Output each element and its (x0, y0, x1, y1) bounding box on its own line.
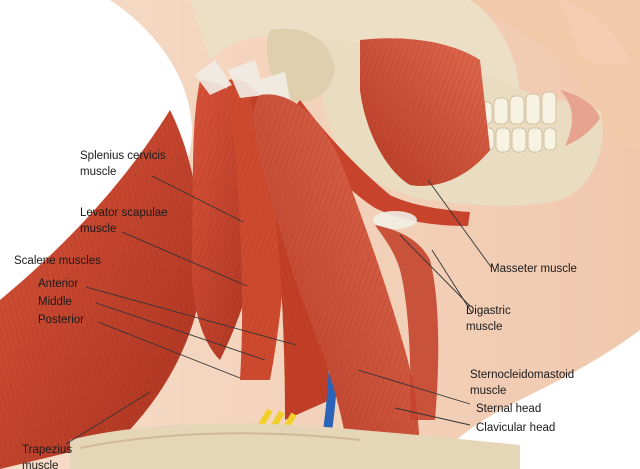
label-sternocleidomastoid: Sternocleidomastoid muscle (470, 369, 575, 397)
lips (560, 90, 600, 146)
label-sternal-head: Sternal head (476, 403, 542, 415)
label-scalene-posterior: Posterior (38, 314, 85, 326)
strap-muscles (375, 225, 439, 420)
label-clavicular-head: Clavicular head (476, 422, 556, 434)
label-scalene-middle: Middle (38, 296, 72, 308)
label-scalene-muscles: Scalene muscles (14, 255, 101, 267)
label-scalene-anterior: Anterior (38, 278, 79, 290)
label-splenius-cervicis: Splenius cervicis muscle (80, 150, 166, 178)
label-digastric: Digastric muscle (466, 305, 511, 333)
label-trapezius: Trapezius muscle (22, 444, 73, 469)
clavicle-ridge (79, 432, 361, 449)
nose (560, 0, 630, 66)
label-levator-scapulae: Levator scapulae muscle (80, 207, 168, 235)
leader-lines (65, 175, 492, 445)
label-masseter: Masseter muscle (490, 263, 577, 275)
hyoid-tendon (373, 211, 417, 229)
